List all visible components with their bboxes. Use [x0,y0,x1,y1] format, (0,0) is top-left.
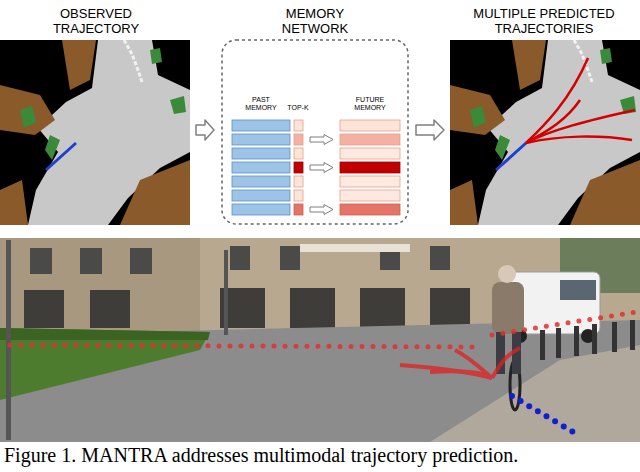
art-rect [294,162,303,173]
panel: MULTIPLE PREDICTED TRAJECTORIES [448,0,640,225]
art-rect [232,134,290,145]
art-rect [232,176,290,187]
art-rect [294,190,303,201]
art-path [10,345,480,347]
art-rect [0,238,640,333]
memory-frame [222,40,408,224]
panel-heading: OBSERVED TRAJECTORY [26,6,166,36]
art-polygon [430,345,640,442]
art-circle [498,265,516,283]
art-rect [340,120,400,131]
art-use [450,40,640,225]
art-rect [280,246,300,270]
art-rect [230,246,250,270]
art-rect [6,240,11,440]
art-path [492,348,520,378]
art-rect [540,330,545,360]
art-rect [492,282,524,334]
art-rect [612,322,617,352]
art-polygon [310,135,333,145]
column-label: PAST MEMORY [239,96,283,112]
art-rect [574,326,579,356]
art-rect [232,190,290,201]
art-polygon [310,205,333,215]
art-rect [0,238,640,442]
art-rect [560,280,596,300]
art-rect [294,134,303,145]
art-rect [0,238,200,333]
art-rect [592,324,597,354]
art-rect [294,148,303,159]
art-path [492,312,636,335]
art-path [526,137,632,143]
art-path [512,396,580,436]
art-rect [340,148,400,159]
flow-arrow [196,120,214,140]
art-polygon [0,328,210,400]
art-polygon [0,328,210,340]
art-rect [232,148,290,159]
art-rect [224,250,228,335]
art-rect [556,328,561,358]
art-rect [90,290,130,328]
art-polygon [310,163,333,173]
panel-heading: MULTIPLE PREDICTED TRAJECTORIES [454,6,634,36]
art-rect [80,248,102,274]
art-rect [630,320,635,350]
predicted-paths [526,58,635,143]
art-rect [232,120,290,131]
art-path [526,110,635,143]
art-rect [300,244,410,252]
art-rect [340,190,400,201]
column-label: FUTURE MEMORY [346,96,394,112]
art-rect [294,176,303,187]
column-label: TOP-K [284,104,312,112]
panel-heading: MEMORY NETWORK [260,6,370,36]
panel: OBSERVED TRAJECTORY [0,0,192,225]
art-rect [340,204,400,215]
art-rect [232,204,290,215]
art-rect [340,134,400,145]
figure-caption: Figure 1. MANTRA addresses multimodal tr… [4,444,518,467]
art-polygon [0,320,640,442]
memory-bars [232,120,400,215]
art-rect [232,162,290,173]
art-g [400,348,520,378]
art-rect [430,288,470,328]
art-rect [24,290,64,328]
art-rect [294,204,303,215]
art-path [430,371,492,378]
street-photo [0,238,640,442]
art-rect [290,288,335,328]
art-rect [340,162,400,173]
art-use [0,40,190,225]
art-rect [294,120,303,131]
art-rect [360,288,405,328]
flow-arrow [416,120,444,140]
memory-network-box: MEMORY NETWORK PAST MEMORYTOP-K FUTURE MEM… [218,0,412,225]
art-rect [340,176,400,187]
art-rect [30,248,52,274]
memory-arrows [310,135,333,215]
art-rect [430,246,450,270]
art-rect [130,248,152,274]
